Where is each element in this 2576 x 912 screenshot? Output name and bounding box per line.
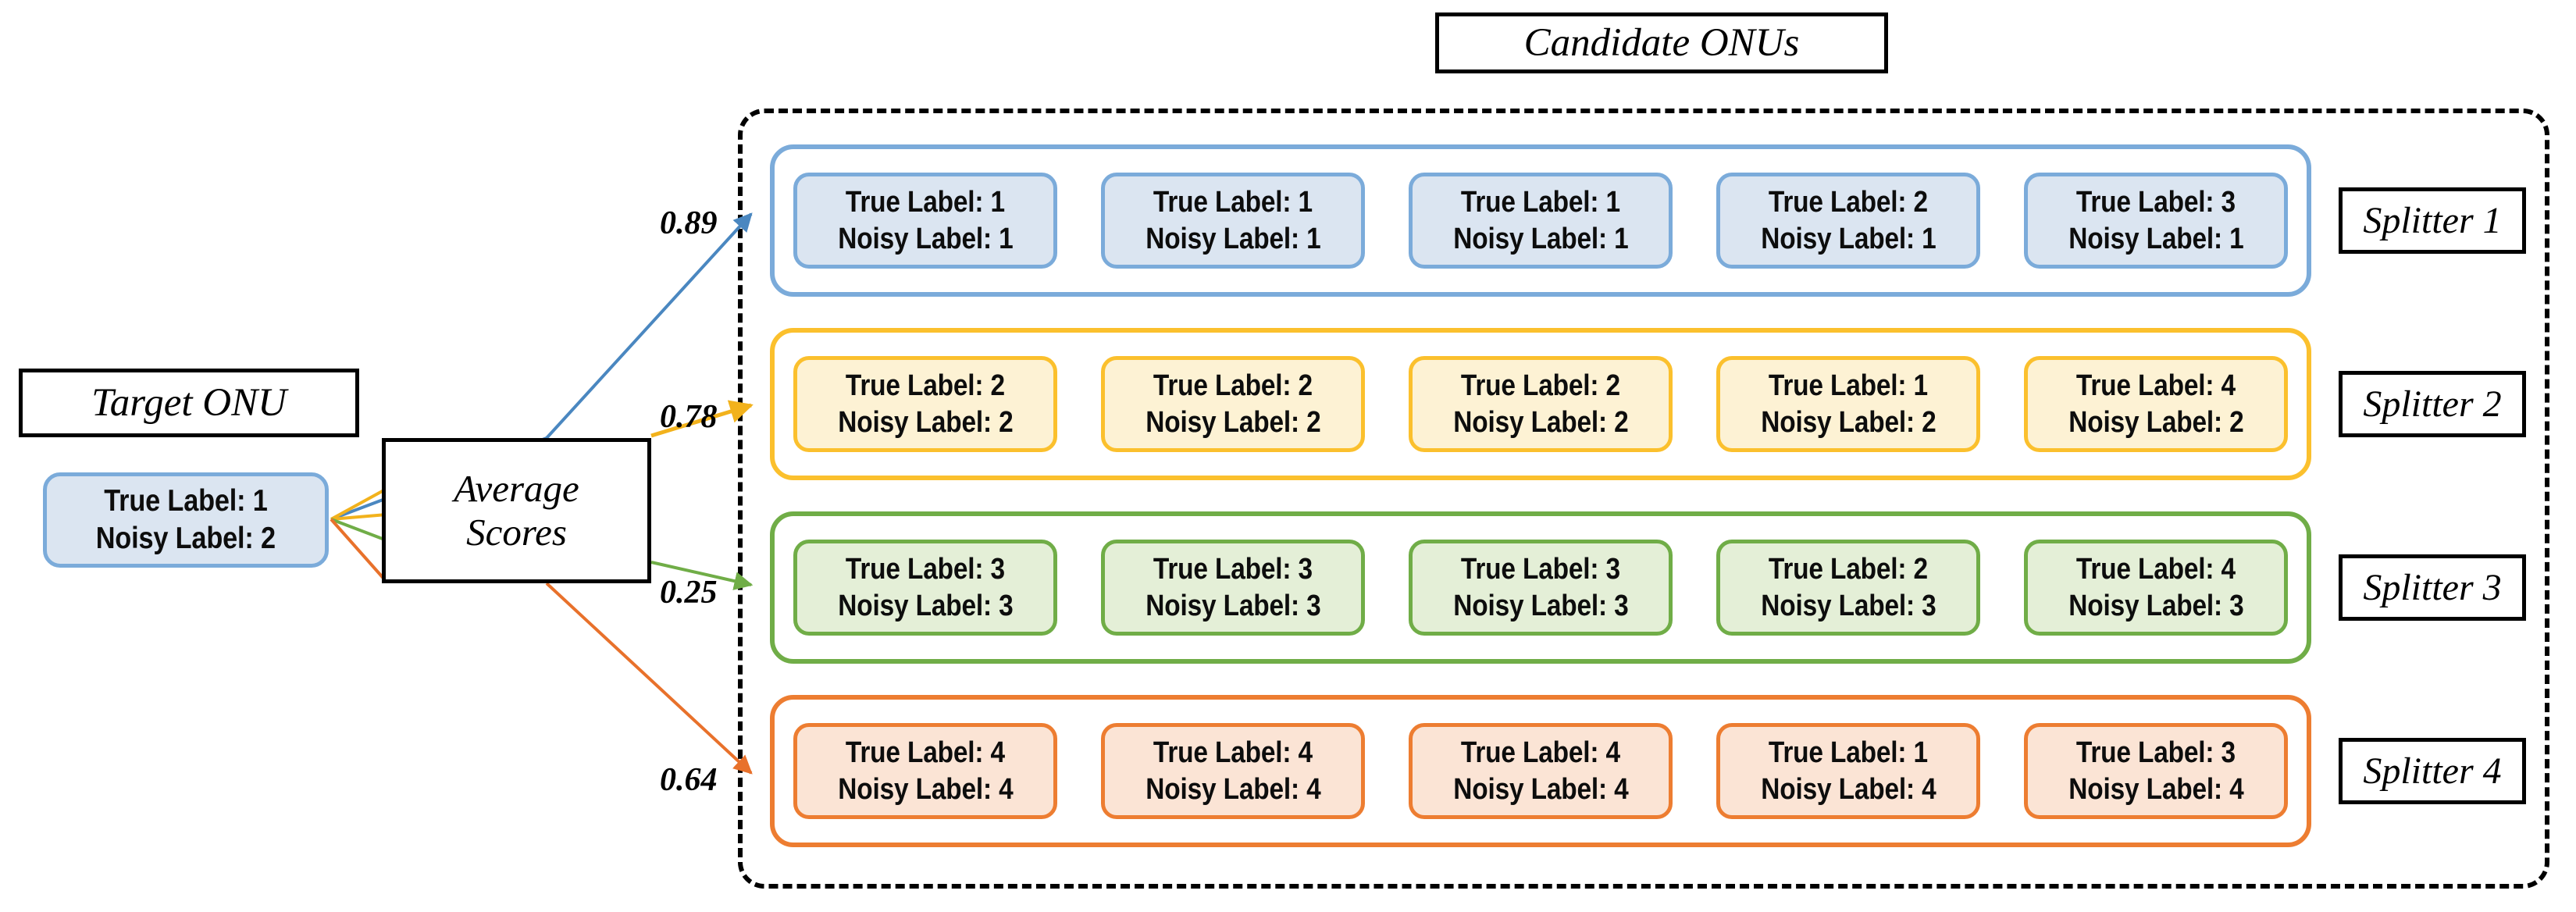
onu-noisy-label: Noisy Label: 4: [2068, 772, 2244, 806]
onu-true-label: True Label: 1: [1461, 186, 1620, 219]
onu-noisy-label: Noisy Label: 2: [1760, 405, 1936, 439]
arrow-score-3: [545, 582, 753, 775]
onu-true-label: True Label: 4: [2076, 369, 2236, 403]
onu-true-label: True Label: 4: [2076, 553, 2236, 586]
onu-noisy-label: Noisy Label: 3: [1145, 589, 1321, 622]
average-scores-box: Average Scores: [382, 438, 651, 583]
candidate-onus-container: [738, 109, 2549, 889]
target-onu-true-label: True Label: 1: [104, 484, 268, 518]
onu-true-label: True Label: 4: [1153, 736, 1313, 770]
onu-true-label: True Label: 2: [1153, 369, 1313, 403]
onu-true-label: True Label: 1: [1769, 369, 1928, 403]
onu-true-label: True Label: 4: [1461, 736, 1620, 770]
target-onu-noisy-label: Noisy Label: 2: [95, 522, 276, 555]
onu-noisy-label: Noisy Label: 3: [2068, 589, 2244, 622]
onu-true-label: True Label: 2: [1769, 186, 1928, 219]
score-label-splitter-4: 0.64: [660, 762, 718, 798]
onu-noisy-label: Noisy Label: 1: [1760, 222, 1936, 255]
arrow-score-0: [545, 212, 753, 440]
onu-noisy-label: Noisy Label: 1: [2068, 222, 2244, 255]
onu-noisy-label: Noisy Label: 3: [837, 589, 1014, 622]
onu-true-label: True Label: 1: [1153, 186, 1313, 219]
onu-true-label: True Label: 3: [1461, 553, 1620, 586]
onu-true-label: True Label: 1: [1769, 736, 1928, 770]
onu-noisy-label: Noisy Label: 3: [1760, 589, 1936, 622]
score-label-splitter-2: 0.78: [660, 399, 718, 435]
splitter-name-2: Splitter 2: [2339, 371, 2526, 437]
onu-true-label: True Label: 3: [2076, 736, 2236, 770]
onu-true-label: True Label: 3: [846, 553, 1005, 586]
onu-true-label: True Label: 4: [846, 736, 1005, 770]
onu-noisy-label: Noisy Label: 4: [1145, 772, 1321, 806]
average-scores-line1: Average: [454, 466, 579, 510]
onu-true-label: True Label: 2: [1461, 369, 1620, 403]
onu-noisy-label: Noisy Label: 2: [1452, 405, 1629, 439]
onu-noisy-label: Noisy Label: 4: [837, 772, 1014, 806]
onu-true-label: True Label: 2: [846, 369, 1005, 403]
onu-noisy-label: Noisy Label: 4: [1760, 772, 1936, 806]
splitter-name-1: Splitter 1: [2339, 187, 2526, 254]
onu-noisy-label: Noisy Label: 3: [1452, 589, 1629, 622]
onu-noisy-label: Noisy Label: 2: [1145, 405, 1321, 439]
splitter-name-4: Splitter 4: [2339, 738, 2526, 804]
score-label-splitter-1: 0.89: [660, 205, 718, 241]
target-onu-title: Target ONU: [19, 369, 359, 437]
average-scores-line2: Scores: [466, 511, 567, 554]
onu-noisy-label: Noisy Label: 1: [837, 222, 1014, 255]
candidate-onus-title: Candidate ONUs: [1435, 12, 1888, 73]
onu-noisy-label: Noisy Label: 1: [1145, 222, 1321, 255]
onu-true-label: True Label: 2: [1769, 553, 1928, 586]
onu-true-label: True Label: 3: [1153, 553, 1313, 586]
splitter-name-3: Splitter 3: [2339, 554, 2526, 621]
onu-noisy-label: Noisy Label: 2: [2068, 405, 2244, 439]
onu-noisy-label: Noisy Label: 2: [837, 405, 1014, 439]
onu-noisy-label: Noisy Label: 4: [1452, 772, 1629, 806]
onu-true-label: True Label: 3: [2076, 186, 2236, 219]
onu-true-label: True Label: 1: [846, 186, 1005, 219]
onu-noisy-label: Noisy Label: 1: [1452, 222, 1629, 255]
score-label-splitter-3: 0.25: [660, 575, 718, 611]
target-onu-card[interactable]: True Label: 1 Noisy Label: 2: [43, 472, 329, 568]
